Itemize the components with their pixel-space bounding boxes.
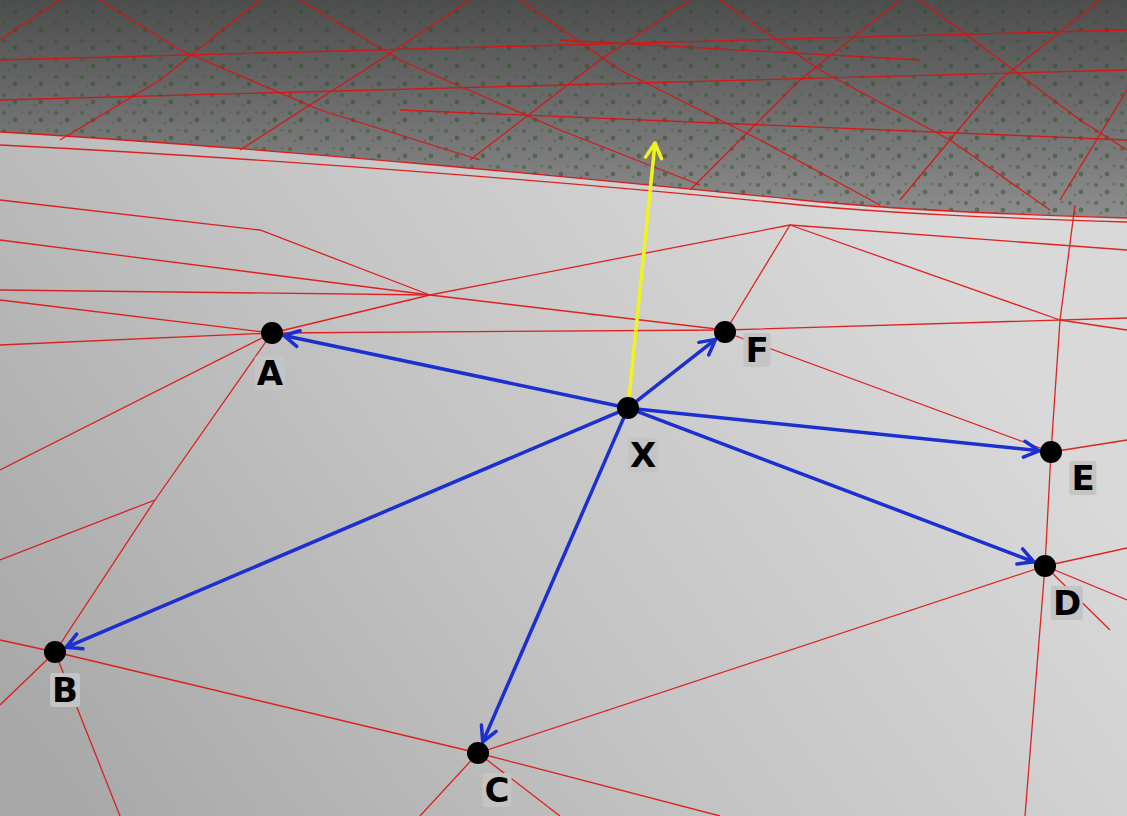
point-marker: E [1040,441,1062,463]
point-label: B [50,673,80,707]
vector-arrow [638,412,1033,562]
point-label: E [1069,461,1096,495]
vector-arrow [639,409,1039,451]
vector-arrow [637,339,716,401]
point-marker: B [44,641,66,663]
point-marker: F [714,321,736,343]
point-label: X [628,438,658,472]
point-marker: D [1034,555,1056,577]
point-marker: C [467,742,489,764]
point-label: C [483,773,512,807]
point-label: A [255,356,285,390]
point-label: D [1051,586,1083,620]
vector-arrow [66,412,618,647]
point-label: F [743,333,770,367]
vector-arrow [483,418,624,742]
point-marker: X [617,397,639,419]
vector-arrow [284,335,617,405]
point-marker: A [261,322,283,344]
